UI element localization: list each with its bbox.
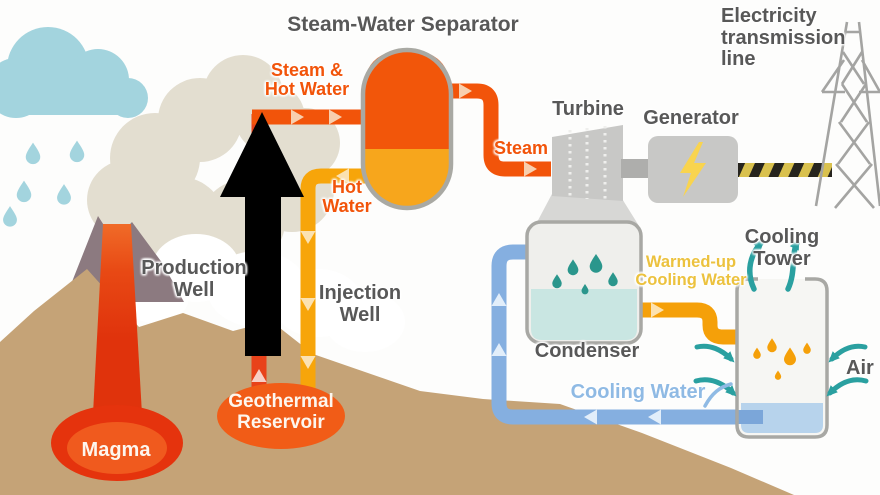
separator-vessel <box>360 47 454 211</box>
air-arrows <box>693 343 869 397</box>
condenser-vessel <box>525 220 643 345</box>
vapor-arrows <box>747 238 800 292</box>
geothermal-reservoir <box>217 383 345 449</box>
steam-pipe <box>451 83 551 177</box>
upward-flow-arrow <box>220 112 304 356</box>
cooling-water-hook-arrow <box>703 382 733 408</box>
hot-water-injection-pipe <box>300 168 366 392</box>
electricity-cable <box>738 163 832 177</box>
transmission-tower <box>814 21 880 209</box>
mountain <box>0 269 794 495</box>
generator-unit <box>648 136 738 203</box>
rain-cloud <box>0 27 148 118</box>
cooling-water-pipe <box>491 244 760 425</box>
cooling-tower-vessel <box>735 277 829 439</box>
magma-chamber <box>51 405 183 481</box>
warmed-cooling-water-pipe <box>640 302 788 345</box>
turbine-unit <box>552 125 623 201</box>
lava-column <box>93 224 142 414</box>
turbine-exhaust-bell <box>535 192 639 226</box>
turbine-shaft <box>621 159 649 178</box>
lightning-icon <box>680 142 706 197</box>
